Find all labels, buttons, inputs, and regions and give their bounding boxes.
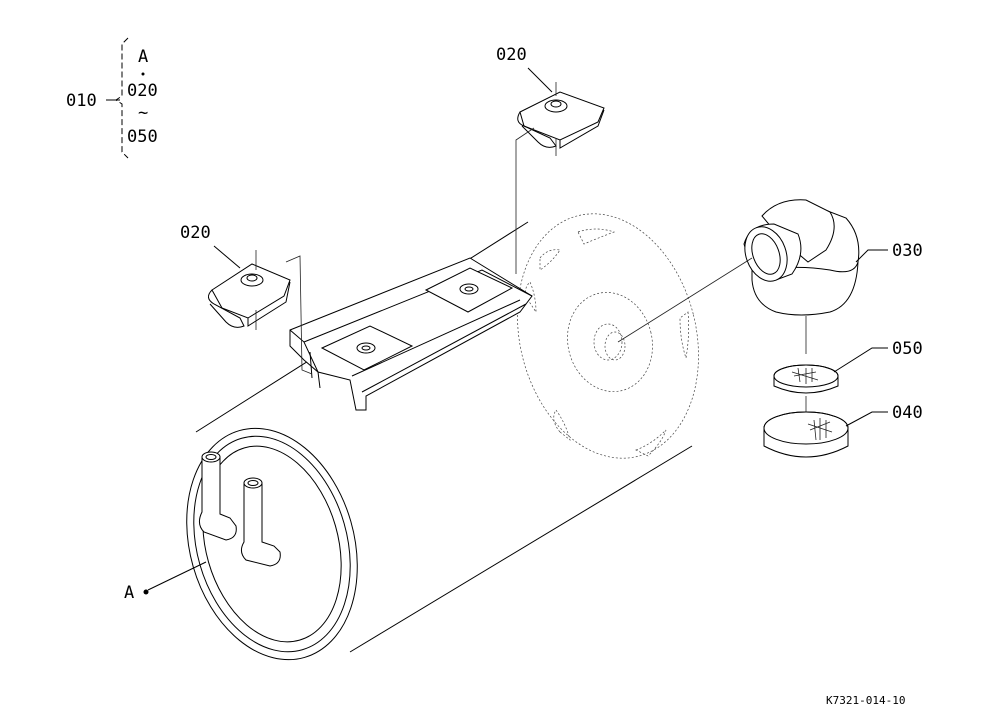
callout-030: 030 <box>892 241 923 261</box>
parts-bracket-legend: 010 A 020 ~ 050 <box>66 37 158 159</box>
callout-040: 040 <box>892 403 923 423</box>
bracket-tilde: ~ <box>138 103 148 123</box>
callouts: 020 020 030 050 040 A <box>124 45 923 603</box>
callout-020-top: 020 <box>496 45 527 65</box>
tank-body <box>186 213 699 661</box>
speed-clip-top <box>515 82 605 274</box>
bracket-item-020: 020 <box>127 81 158 101</box>
bracket-item-a: A <box>138 47 148 67</box>
point-a-dot <box>143 589 149 595</box>
elbow-pipe-030 <box>617 199 860 354</box>
drawing-code: K7321-014-10 <box>826 694 905 707</box>
bracket-item-050: 050 <box>127 127 158 147</box>
inlet-pipes <box>198 451 281 567</box>
speed-clip-left <box>208 250 313 375</box>
callout-020-left: 020 <box>180 223 211 243</box>
bracket-dot <box>141 72 145 76</box>
filter-screen-050 <box>773 364 839 420</box>
callout-050: 050 <box>892 339 923 359</box>
group-label-010: 010 <box>66 91 97 111</box>
filter-screen-040 <box>763 411 849 458</box>
callout-a: A <box>124 583 134 603</box>
mounting-rail <box>289 257 533 411</box>
